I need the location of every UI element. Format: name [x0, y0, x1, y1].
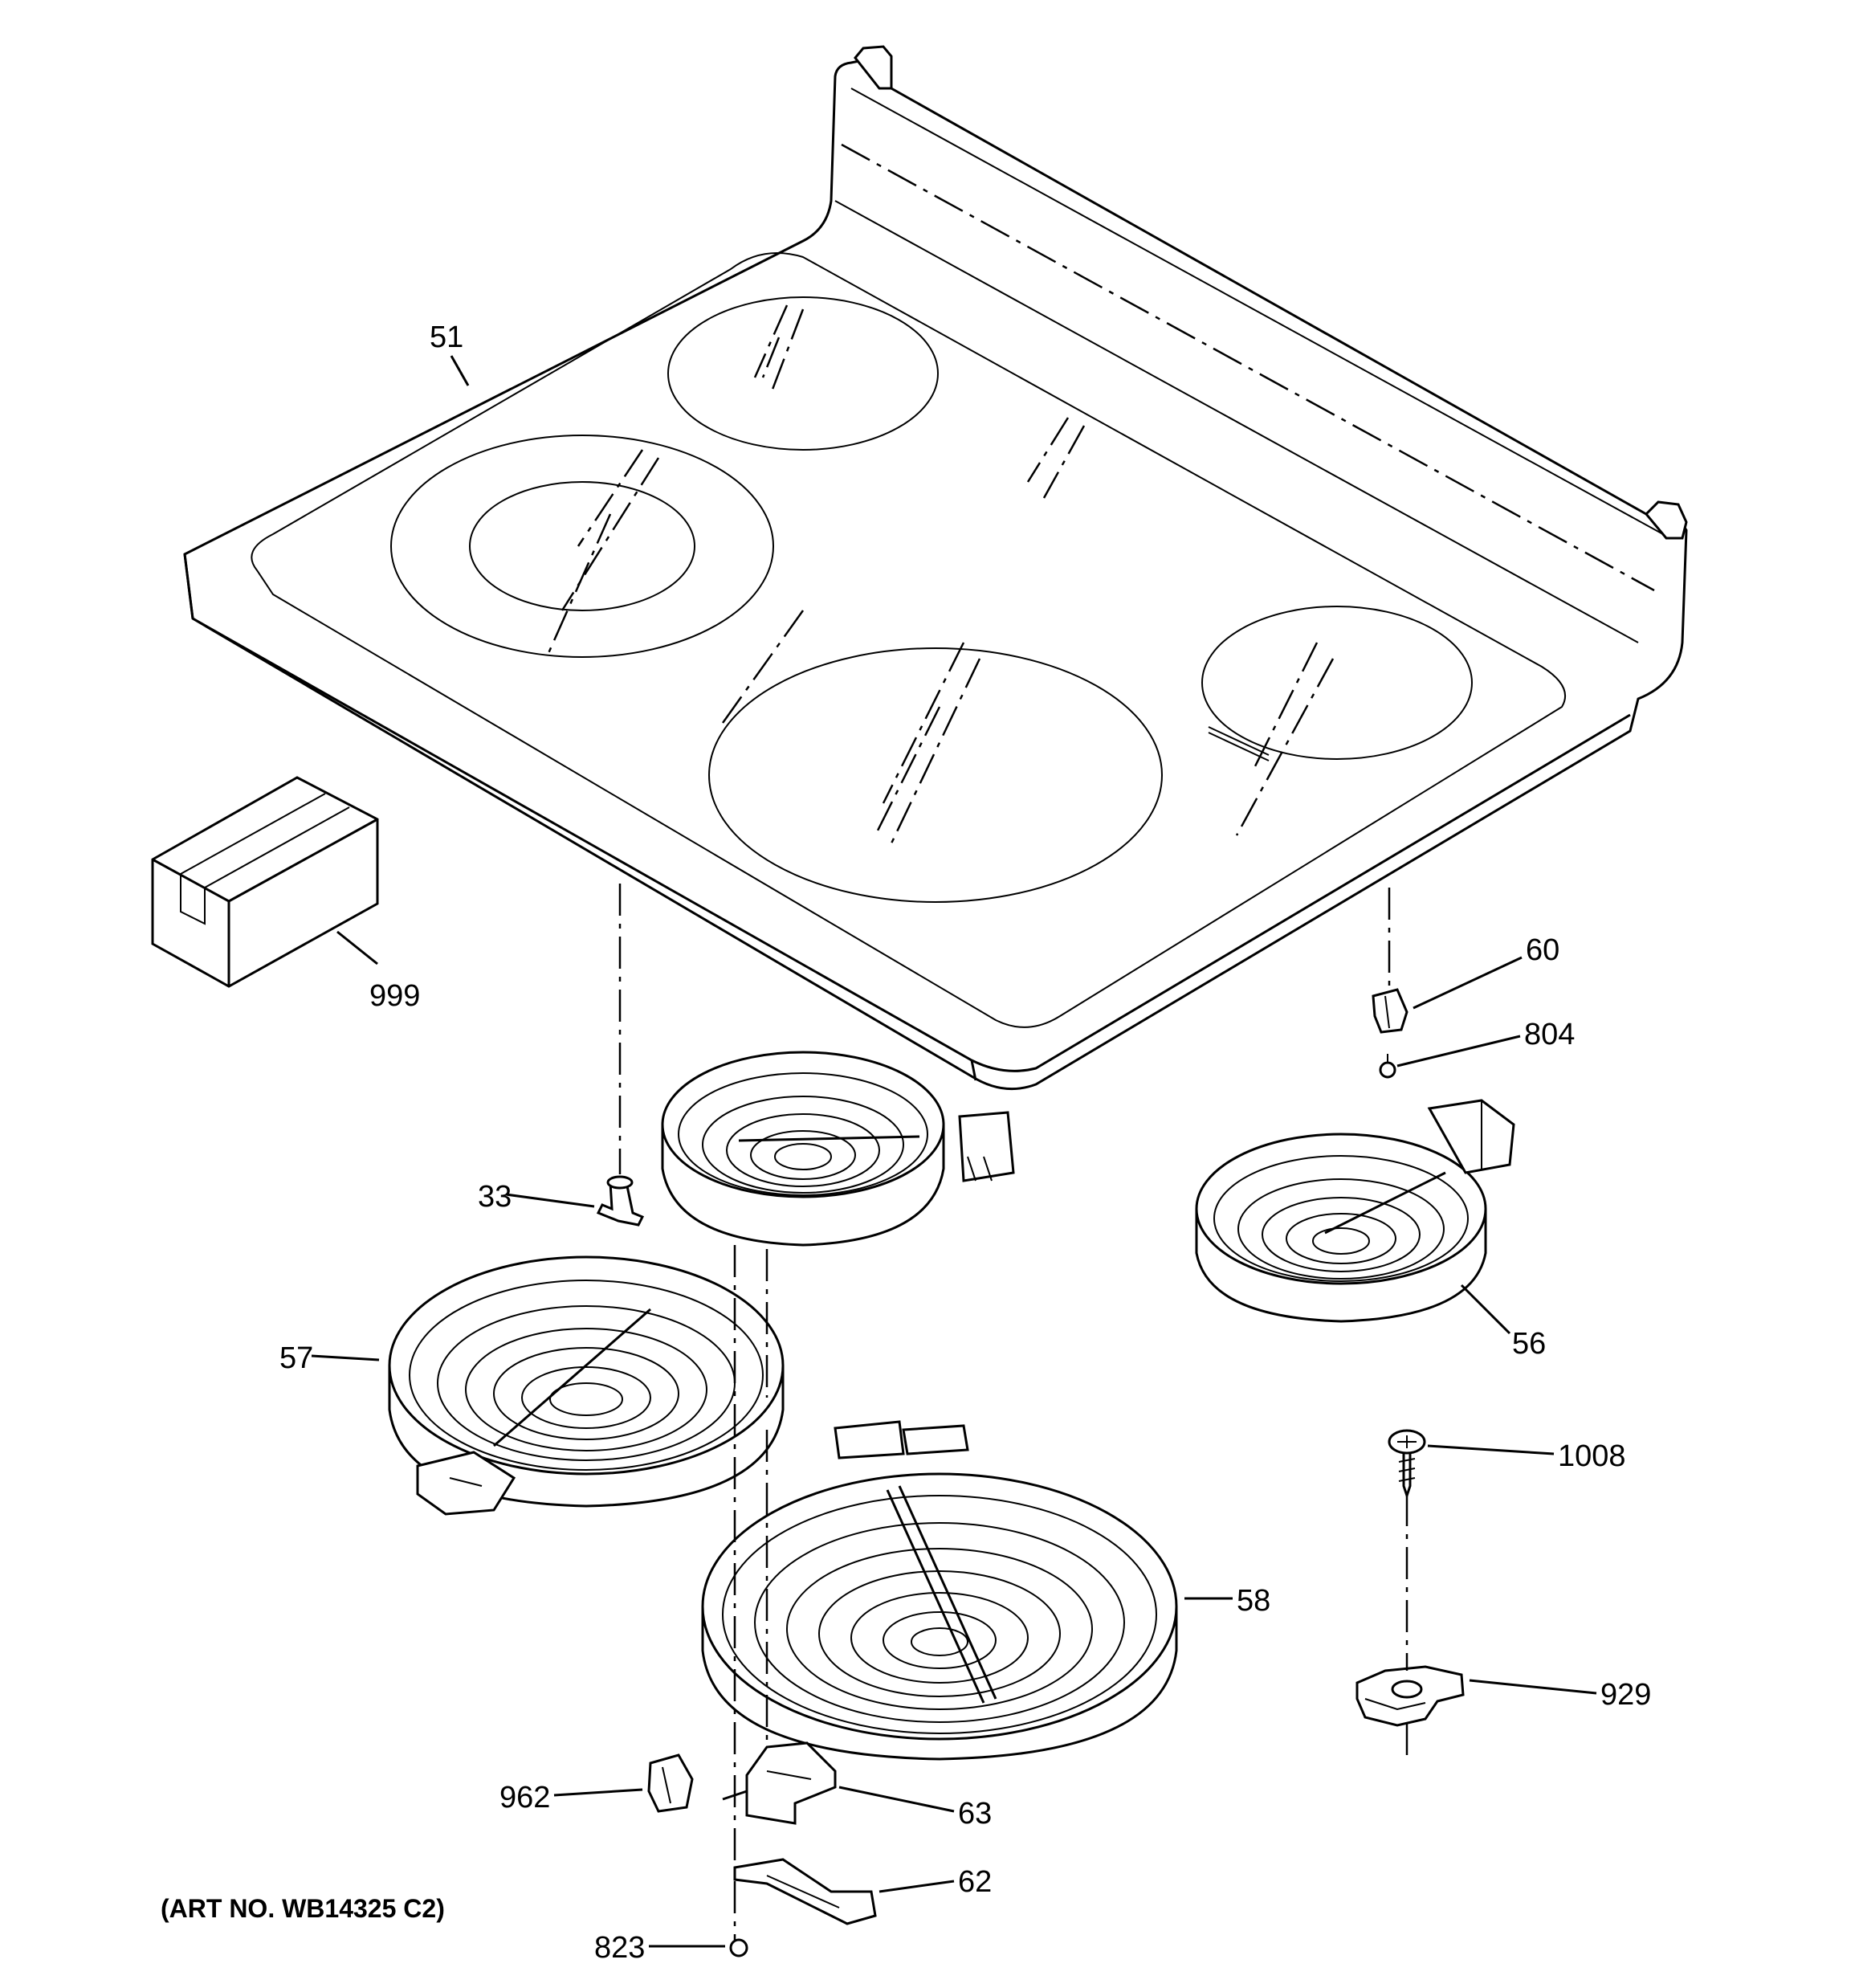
clip-part-962[interactable] — [647, 1753, 694, 1813]
screw-part-804[interactable] — [1379, 1054, 1396, 1079]
bracket-part-63[interactable] — [722, 1741, 837, 1825]
callout-57: 57 — [279, 1341, 313, 1375]
sensor-part-33[interactable] — [596, 1175, 645, 1227]
callout-56: 56 — [1512, 1327, 1546, 1361]
clip-part-60[interactable] — [1372, 988, 1408, 1034]
bracket-part-62[interactable] — [733, 1858, 877, 1925]
screw-part-823[interactable] — [729, 1938, 748, 1957]
callout-63: 63 — [958, 1797, 992, 1831]
leader-lines — [311, 355, 1597, 1948]
radiant-element-part-56[interactable] — [1195, 1099, 1515, 1323]
callout-823: 823 — [594, 1931, 645, 1965]
callout-58: 58 — [1237, 1584, 1270, 1618]
assembly-lines — [618, 884, 1408, 1940]
callout-labels: 51 999 60 804 33 56 57 1008 58 929 962 6… — [161, 320, 1651, 1965]
glass-cooktop-part-51[interactable] — [183, 45, 1688, 1091]
callout-929: 929 — [1600, 1678, 1651, 1712]
box-part-999[interactable] — [151, 776, 379, 988]
callout-962: 962 — [499, 1781, 550, 1815]
callout-62: 62 — [958, 1865, 992, 1899]
callout-51: 51 — [430, 320, 463, 354]
radiant-element-part-58[interactable] — [701, 1420, 1178, 1761]
callout-804: 804 — [1524, 1018, 1575, 1051]
bracket-part-929[interactable] — [1355, 1665, 1465, 1727]
callout-33: 33 — [478, 1180, 512, 1214]
callout-1008: 1008 — [1558, 1439, 1626, 1473]
callout-999: 999 — [369, 979, 420, 1013]
radiant-element-part-57[interactable] — [388, 1255, 785, 1516]
callout-60: 60 — [1526, 933, 1559, 967]
art-number: (ART NO. WB14325 C2) — [161, 1894, 445, 1923]
radiant-element-upper-middle[interactable] — [661, 1051, 1015, 1247]
screw-part-1008[interactable] — [1388, 1429, 1426, 1500]
